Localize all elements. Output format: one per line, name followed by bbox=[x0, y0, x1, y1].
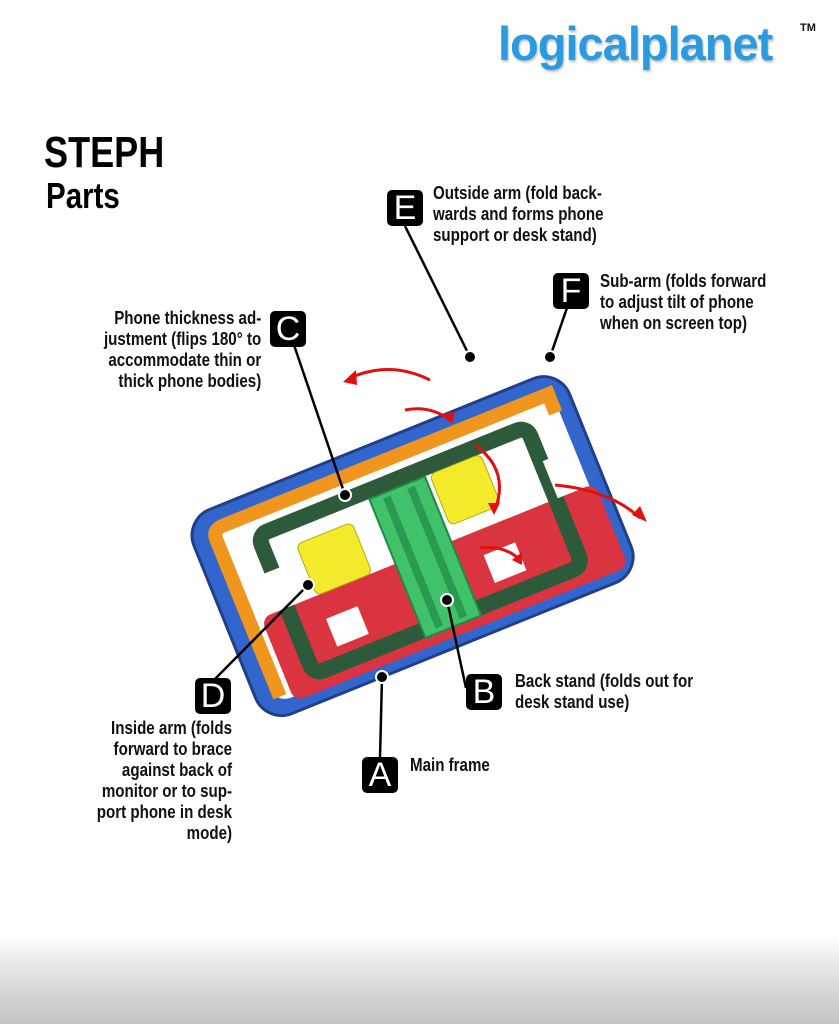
brand-logo: logicalplanet bbox=[498, 17, 773, 70]
thickness-adjuster-left bbox=[297, 523, 371, 595]
label-sub-arm: Sub-arm (folds forward to adjust tilt of… bbox=[600, 271, 767, 333]
badge-e: E bbox=[387, 190, 423, 226]
badge-d: D bbox=[195, 678, 231, 714]
trademark: TM bbox=[800, 22, 816, 34]
label-outside-arm: Outside arm (fold back- wards and forms … bbox=[433, 183, 604, 245]
badge-c: C bbox=[270, 311, 306, 347]
label-inside-arm: Inside arm (folds forward to brace again… bbox=[96, 718, 232, 843]
badge-b: B bbox=[466, 674, 502, 710]
label-main-frame: Main frame bbox=[410, 755, 490, 775]
badge-f: F bbox=[553, 273, 589, 309]
page-title: STEPH bbox=[44, 128, 165, 177]
thickness-adjuster-right bbox=[430, 455, 500, 525]
badge-a: A bbox=[362, 757, 398, 793]
label-back-stand: Back stand (folds out for desk stand use… bbox=[515, 671, 694, 712]
sub-arm bbox=[208, 385, 563, 700]
bottom-gradient bbox=[0, 934, 839, 1024]
label-thickness-adjustment: Phone thickness ad- justment (flips 180°… bbox=[103, 308, 261, 391]
leader-dots bbox=[301, 350, 557, 684]
page-subtitle: Parts bbox=[46, 175, 120, 216]
leader-lines bbox=[213, 225, 570, 759]
